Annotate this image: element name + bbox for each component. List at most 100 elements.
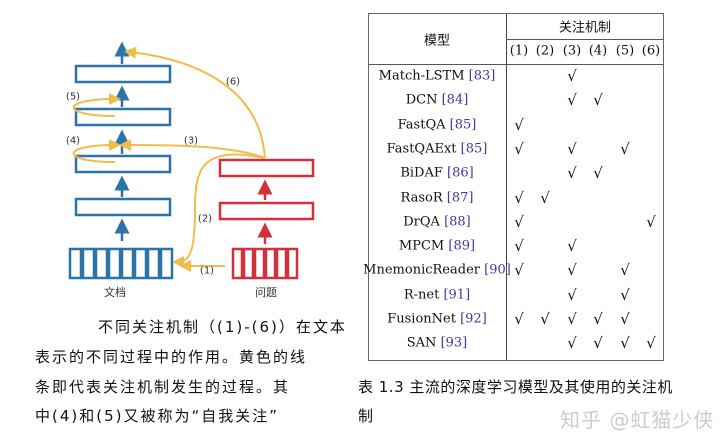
token-cell bbox=[159, 247, 174, 280]
arrow-label-5: (5) bbox=[65, 91, 81, 103]
table-row-model: RasoR [87] bbox=[401, 190, 474, 205]
citation-link[interactable]: [85] bbox=[460, 141, 488, 157]
check-mark: √ bbox=[593, 334, 603, 353]
check-mark: √ bbox=[646, 334, 656, 353]
table-row-model: DCN [84] bbox=[406, 93, 469, 108]
check-mark: √ bbox=[514, 237, 524, 256]
caption-line: 表示的不同过程中的作用。黄色的线 bbox=[35, 348, 308, 366]
table-row-model: DrQA [88] bbox=[403, 214, 471, 229]
column-header: (3) bbox=[562, 43, 582, 59]
table-row-model: SAN [93] bbox=[407, 336, 468, 351]
check-mark: √ bbox=[620, 285, 630, 304]
check-mark: √ bbox=[567, 139, 577, 158]
table-row-model: Match-LSTM [83] bbox=[379, 69, 496, 84]
check-mark: √ bbox=[514, 115, 524, 134]
table-row-model: R-net [91] bbox=[404, 287, 470, 302]
check-mark: √ bbox=[620, 261, 630, 280]
citation-link[interactable]: [91] bbox=[443, 287, 471, 303]
column-header: (4) bbox=[588, 43, 608, 59]
column-header: (6) bbox=[641, 43, 661, 59]
token-cell bbox=[286, 247, 299, 280]
model-name: RasoR bbox=[400, 190, 443, 205]
check-mark: √ bbox=[514, 310, 524, 328]
attention-arrows bbox=[72, 46, 266, 272]
token-cell bbox=[264, 247, 277, 280]
token-cell bbox=[133, 247, 148, 280]
citation-link[interactable]: [84] bbox=[441, 92, 469, 108]
attention-diagram bbox=[68, 41, 315, 280]
header-model: 模型 bbox=[423, 33, 451, 49]
question-stack bbox=[218, 158, 315, 280]
citation-link[interactable]: [88] bbox=[444, 214, 471, 230]
token-cell bbox=[146, 247, 161, 280]
token-cell bbox=[94, 247, 109, 280]
check-mark: √ bbox=[567, 91, 577, 110]
check-mark: √ bbox=[620, 334, 630, 353]
citation-link[interactable]: [93] bbox=[440, 335, 468, 351]
caption-line: 不同关注机制（(1)-(6)）在文本 bbox=[98, 318, 347, 336]
column-header: (2) bbox=[535, 43, 555, 59]
token-cell bbox=[81, 247, 96, 280]
watermark: 知乎 @虹猫少侠 bbox=[560, 408, 715, 432]
model-name: FastQAExt bbox=[386, 141, 457, 157]
check-mark: √ bbox=[567, 310, 577, 328]
table-row-model: FusionNet [92] bbox=[387, 312, 487, 327]
caption-line: 条即代表关注机制发生的过程。其 bbox=[35, 378, 291, 396]
model-name: DCN bbox=[405, 92, 438, 108]
check-mark: √ bbox=[593, 91, 603, 110]
attention-mechanism-table: 模型 关注机制 (1) (2) (3) (4) (5) (6) Match-LSTM [83… bbox=[363, 13, 664, 361]
check-mark: √ bbox=[567, 67, 577, 85]
table-row-model: BiDAF [86] bbox=[400, 166, 473, 181]
token-cell bbox=[231, 247, 244, 280]
token-cell bbox=[120, 247, 135, 280]
citation-link[interactable]: [87] bbox=[446, 190, 474, 205]
check-mark: √ bbox=[593, 310, 603, 328]
check-mark: √ bbox=[567, 285, 577, 304]
model-name: R-net bbox=[403, 287, 440, 303]
arrow-label-3: (3) bbox=[183, 135, 199, 147]
check-mark: √ bbox=[514, 261, 524, 280]
check-mark: √ bbox=[620, 310, 630, 328]
check-mark: √ bbox=[646, 212, 656, 231]
table-row-model: FastQA [85] bbox=[398, 117, 477, 132]
question-label: 问题 bbox=[255, 286, 277, 299]
check-mark: √ bbox=[593, 164, 603, 183]
token-cell bbox=[275, 247, 288, 280]
document-stack bbox=[68, 41, 174, 280]
arrow-label-4: (4) bbox=[65, 135, 81, 147]
table-row-model: MPCM [89] bbox=[399, 239, 475, 254]
arrow-label-6: (6) bbox=[225, 76, 241, 88]
caption-line: 中(4)和(5)又被称为“自我关注” bbox=[35, 407, 280, 425]
column-header: (1) bbox=[509, 43, 529, 59]
model-name: DrQA bbox=[403, 214, 440, 230]
citation-link[interactable]: [92] bbox=[460, 311, 487, 327]
citation-link[interactable]: [86] bbox=[447, 165, 474, 181]
token-cell bbox=[68, 247, 83, 280]
model-name: MPCM bbox=[398, 238, 445, 254]
check-mark: √ bbox=[514, 212, 524, 231]
token-cell bbox=[107, 247, 122, 280]
check-mark: √ bbox=[567, 164, 577, 183]
arrow-label-1: (1) bbox=[199, 265, 215, 277]
token-cell bbox=[242, 247, 255, 280]
check-mark: √ bbox=[514, 139, 524, 158]
model-name: SAN bbox=[406, 335, 437, 351]
token-cell bbox=[253, 247, 266, 280]
arrow-label-2: (2) bbox=[197, 213, 213, 225]
check-mark: √ bbox=[620, 139, 630, 158]
caption-line: 制 bbox=[358, 407, 374, 425]
check-mark: √ bbox=[540, 310, 550, 328]
citation-link[interactable]: [90] bbox=[484, 262, 511, 278]
check-mark: √ bbox=[567, 237, 577, 256]
table-row-model: MnemonicReader [90] bbox=[363, 263, 511, 278]
check-mark: √ bbox=[540, 188, 550, 207]
citation-link[interactable]: [83] bbox=[468, 68, 496, 84]
check-mark: √ bbox=[567, 261, 577, 280]
model-name: BiDAF bbox=[400, 165, 443, 181]
model-name: MnemonicReader bbox=[363, 262, 480, 278]
column-header: (5) bbox=[615, 43, 635, 59]
citation-link[interactable]: [89] bbox=[448, 238, 476, 254]
citation-link[interactable]: [85] bbox=[449, 117, 477, 133]
header-mechanism: 关注机制 bbox=[558, 20, 612, 36]
check-mark: √ bbox=[514, 188, 524, 207]
